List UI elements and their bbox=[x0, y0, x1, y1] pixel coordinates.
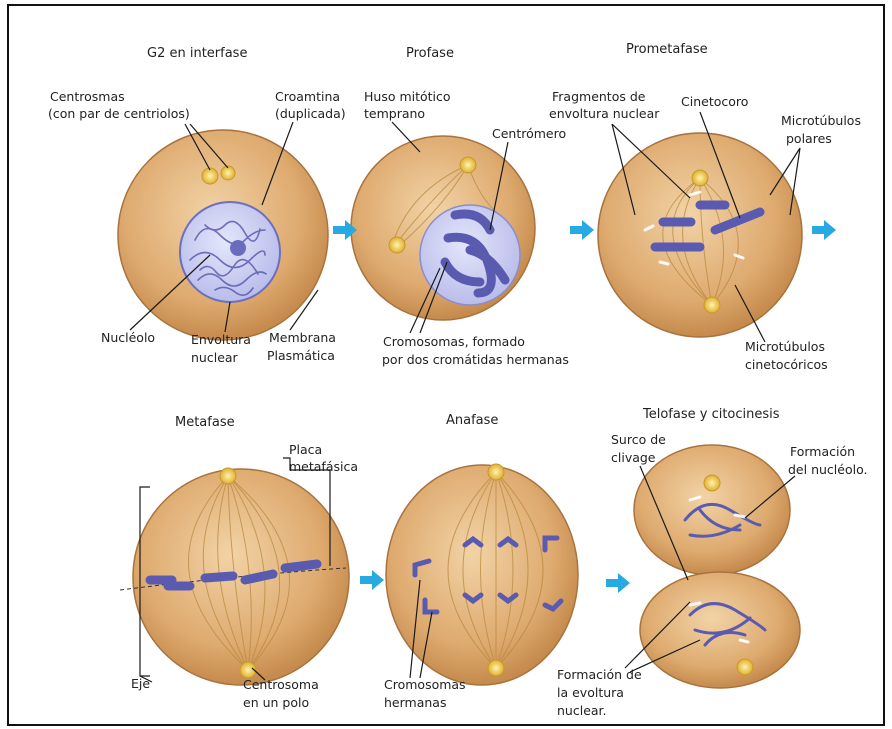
label-cromosomas-herm-1: Cromosomas bbox=[384, 677, 466, 692]
label-centrosoma-polo-1: Centrosoma bbox=[243, 677, 319, 692]
label-fragmentos-2: envoltura nuclear bbox=[549, 106, 660, 121]
label-mt-polares-2: polares bbox=[786, 131, 832, 146]
label-form-envoltura-3: nuclear. bbox=[557, 703, 607, 718]
arrow-2 bbox=[570, 220, 594, 240]
centrosome-pair-g2 bbox=[202, 168, 218, 184]
label-nucleolo: Nucléolo bbox=[101, 330, 155, 345]
label-surco-1: Surco de bbox=[611, 432, 666, 447]
label-envoltura-1: Envoltura bbox=[191, 332, 251, 347]
label-mt-cineto-2: cinetocóricos bbox=[745, 357, 828, 372]
label-mt-cineto-1: Microtúbulos bbox=[745, 339, 825, 354]
label-centrosomas-2: (con par de centriolos) bbox=[48, 106, 190, 121]
nucleus-profase bbox=[420, 205, 520, 305]
label-eje: Eje bbox=[131, 676, 150, 691]
title-prometafase: Prometafase bbox=[626, 42, 708, 57]
label-centrosoma-polo-2: en un polo bbox=[243, 695, 309, 710]
label-cromosomas-herm-2: hermanas bbox=[384, 695, 446, 710]
cell-telofase bbox=[634, 445, 800, 688]
label-surco-2: clivage bbox=[611, 450, 656, 465]
arrow-3 bbox=[812, 220, 836, 240]
label-cromatina-2: (duplicada) bbox=[275, 106, 346, 121]
label-envoltura-2: nuclear bbox=[191, 350, 239, 365]
label-centromero: Centrómero bbox=[492, 126, 566, 141]
cell-profase bbox=[351, 136, 535, 320]
label-fragmentos-1: Fragmentos de bbox=[552, 89, 646, 104]
label-cromatina-1: Croamtina bbox=[275, 89, 340, 104]
label-membrana-2: Plasmática bbox=[267, 348, 335, 363]
title-profase: Profase bbox=[406, 46, 454, 61]
label-cromosomas-1: Cromosomas, formado bbox=[383, 334, 525, 349]
label-form-nucleolo-2: del nucléolo. bbox=[788, 462, 867, 477]
title-metafase: Metafase bbox=[175, 415, 235, 430]
nucleolus-g2 bbox=[230, 240, 246, 256]
arrow-5 bbox=[606, 573, 630, 593]
label-cinetocoro: Cinetocoro bbox=[681, 94, 748, 109]
arrow-4 bbox=[360, 570, 384, 590]
label-huso-2: temprano bbox=[364, 106, 425, 121]
label-cromosomas-2: por dos cromátidas hermanas bbox=[382, 352, 569, 367]
cell-prometafase bbox=[598, 133, 802, 337]
title-anafase: Anafase bbox=[446, 413, 498, 428]
cell-metafase bbox=[120, 468, 349, 685]
cell-anafase bbox=[386, 464, 578, 685]
label-centrosomas-1: Centrosmas bbox=[50, 89, 125, 104]
label-huso-1: Huso mitótico bbox=[364, 89, 451, 104]
title-g2: G2 en interfase bbox=[147, 46, 247, 61]
label-membrana-1: Membrana bbox=[269, 330, 336, 345]
label-mt-polares-1: Microtúbulos bbox=[781, 113, 861, 128]
title-telofase: Telofase y citocinesis bbox=[642, 407, 780, 422]
label-form-envoltura-1: Formación de bbox=[557, 667, 642, 682]
label-form-envoltura-2: la evoltura bbox=[557, 685, 624, 700]
label-placa-2: metafásica bbox=[289, 459, 358, 474]
label-form-nucleolo-1: Formación bbox=[790, 444, 855, 459]
label-placa-1: Placa bbox=[289, 442, 322, 457]
